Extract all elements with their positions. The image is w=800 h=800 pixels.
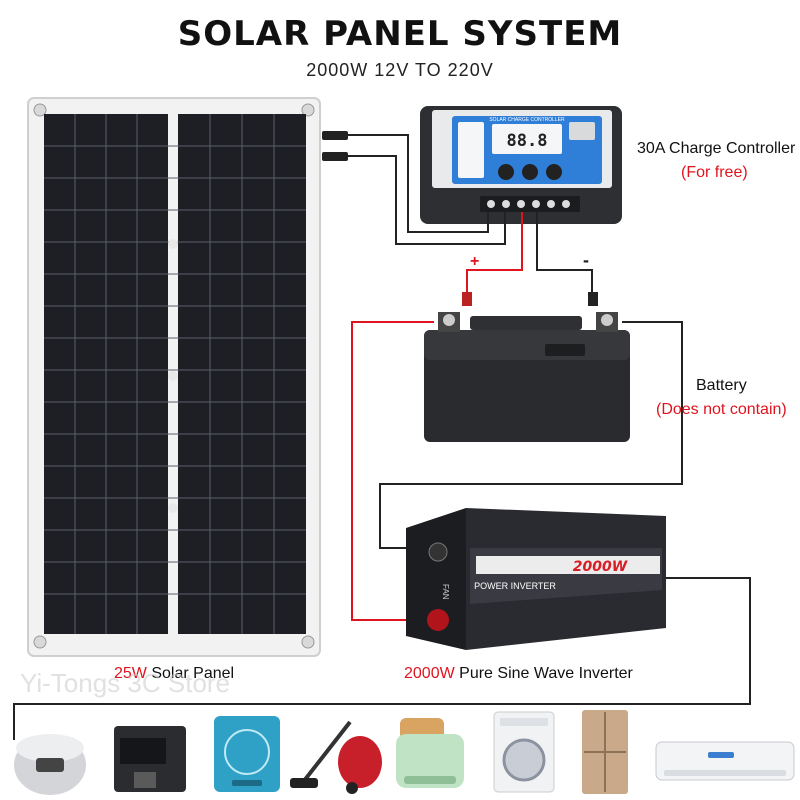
inverter-image: 2000W POWER INVERTER FAN: [406, 508, 666, 650]
inverter-caption: 2000W Pure Sine Wave Inverter: [404, 665, 633, 683]
charge-controller-image: 88.8 SOLAR CHARGE CONTROLLER: [420, 106, 622, 224]
mc4-connectors: [322, 131, 348, 161]
washing-machine-icon: [494, 712, 554, 792]
controller-display-digits: 88.8: [507, 131, 548, 151]
controller-device-label: SOLAR CHARGE CONTROLLER: [489, 117, 565, 123]
solar-panel-image: [28, 98, 320, 656]
controller-label: 30A Charge Controller: [637, 140, 795, 158]
toaster-icon: [396, 718, 464, 788]
inverter-watt: 2000W: [404, 665, 455, 682]
induction-cooker-icon: [214, 716, 280, 792]
controller-note: (For free): [681, 164, 748, 182]
inverter-label: Pure Sine Wave Inverter: [459, 665, 633, 682]
battery-note: (Does not contain): [656, 401, 787, 419]
vacuum-cleaner-icon: [290, 722, 382, 794]
positive-sign: +: [470, 253, 479, 270]
coffee-machine-icon: [114, 726, 186, 792]
inverter-device-sub: POWER INVERTER: [474, 581, 556, 591]
inverter-fan-label: FAN: [441, 584, 450, 600]
air-conditioner-icon: [656, 742, 794, 780]
battery-image: [424, 312, 630, 442]
negative-sign: -: [583, 250, 589, 270]
store-watermark: Yi-Tongs 3C Store: [20, 668, 230, 699]
inverter-device-title: 2000W: [573, 559, 628, 575]
rice-cooker-icon: [14, 734, 86, 795]
battery-label: Battery: [696, 377, 747, 395]
refrigerator-icon: [582, 710, 628, 794]
